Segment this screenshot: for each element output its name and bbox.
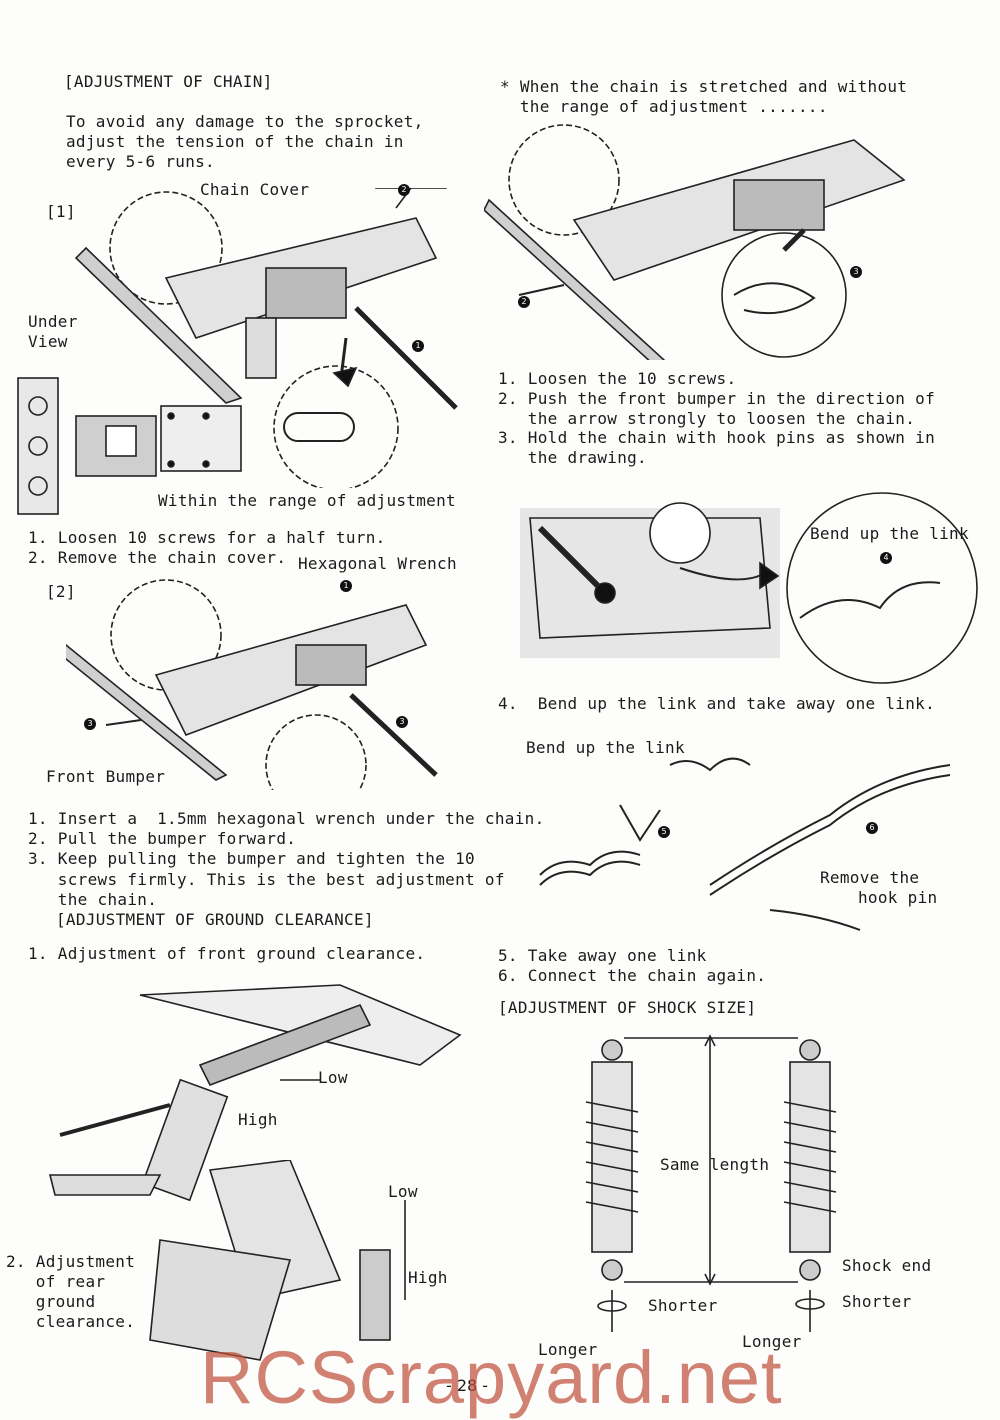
under-view-label-2: View	[28, 332, 68, 351]
shock-end-label: Shock end	[842, 1256, 932, 1275]
under-view-illustration	[16, 376, 246, 516]
step2-list-5: the chain.	[28, 890, 158, 909]
front-bumper-label: Front Bumper	[46, 767, 166, 786]
chain-cover-label: Chain Cover	[200, 180, 310, 199]
ground-item-2-line-3: ground	[6, 1292, 96, 1311]
stretched-list-5: the drawing.	[498, 448, 647, 467]
longer-right-label: Longer	[742, 1332, 802, 1351]
under-view-label-1: Under	[28, 312, 78, 331]
chain-intro-line-2: adjust the tension of the chain in	[66, 132, 404, 151]
within-range-label: Within the range of adjustment	[158, 491, 456, 510]
stretched-list-4: 3. Hold the chain with hook pins as show…	[498, 428, 936, 447]
ground-item-1: 1. Adjustment of front ground clearance.	[28, 944, 426, 963]
step2-list-4: screws firmly. This is the best adjustme…	[28, 870, 505, 889]
stretched-list-2: 2. Push the front bumper in the directio…	[498, 389, 936, 408]
callout-badge: 2	[518, 296, 530, 308]
shorter-right-label: Shorter	[842, 1292, 912, 1311]
chain-intro-line-1: To avoid any damage to the sprocket,	[66, 112, 424, 131]
step2-list-2: 2. Pull the bumper forward.	[28, 829, 297, 848]
step1-list-1: 1. Loosen 10 screws for a half turn.	[28, 528, 386, 547]
rear-ground-clearance-illustration	[140, 1160, 440, 1370]
chassis-illustration-step1	[16, 188, 486, 488]
callout-badge: 5	[658, 826, 670, 838]
low-label-2: Low	[388, 1182, 418, 1201]
stretched-list-3: the arrow strongly to loosen the chain.	[498, 409, 916, 428]
remove-pin-label-2: hook pin	[858, 888, 938, 907]
hook-pin-illustration	[520, 488, 980, 688]
shock-absorber-illustration	[570, 1032, 860, 1332]
high-label-2: High	[408, 1268, 448, 1287]
high-label-1: High	[238, 1110, 278, 1129]
remove-pin-label-1: Remove the	[820, 868, 920, 887]
step1-list-2: 2. Remove the chain cover.	[28, 548, 287, 567]
callout-badge: 4	[880, 552, 892, 564]
step4-text: 4. Bend up the link and take away one li…	[498, 694, 936, 713]
shorter-left-label: Shorter	[648, 1296, 718, 1315]
step6-text: 6. Connect the chain again.	[498, 966, 767, 985]
bend-up-label-2: Bend up the link	[526, 738, 685, 757]
stretched-note-2: the range of adjustment .......	[500, 97, 828, 116]
hex-wrench-label: Hexagonal Wrench	[298, 554, 457, 573]
ground-item-2-line-1: 2. Adjustment	[6, 1252, 136, 1271]
chain-intro-line-3: every 5-6 runs.	[66, 152, 215, 171]
step1-tag: [1]	[46, 202, 76, 221]
step2-list-1: 1. Insert a 1.5mm hexagonal wrench under…	[28, 809, 545, 828]
stretched-list-1: 1. Loosen the 10 screws.	[498, 369, 737, 388]
page-number: - 28 -	[446, 1376, 489, 1395]
ground-item-2-line-4: clearance.	[6, 1312, 136, 1331]
step5-text: 5. Take away one link	[498, 946, 707, 965]
shock-heading: [ADJUSTMENT OF SHOCK SIZE]	[498, 998, 757, 1017]
callout-badge: 1	[340, 580, 352, 592]
stretched-chain-illustration	[484, 120, 944, 360]
step2-tag: [2]	[46, 582, 76, 601]
callout-badge: 6	[866, 822, 878, 834]
callout-badge: 3	[84, 718, 96, 730]
watermark: RCScrapyard.net	[200, 1336, 783, 1419]
step2-list-3: 3. Keep pulling the bumper and tighten t…	[28, 849, 475, 868]
callout-badge: 1	[412, 340, 424, 352]
front-ground-clearance-illustration	[40, 975, 470, 1215]
ground-heading: [ADJUSTMENT OF GROUND CLEARANCE]	[56, 910, 374, 929]
low-label-1: Low	[318, 1068, 348, 1087]
callout-badge: 3	[850, 266, 862, 278]
callout-badge: 3	[396, 716, 408, 728]
remove-link-illustration	[530, 745, 970, 945]
ground-item-2-line-2: of rear	[6, 1272, 106, 1291]
bend-up-label: Bend up the link	[810, 524, 969, 543]
stretched-note-1: * When the chain is stretched and withou…	[500, 77, 908, 96]
callout-badge: 2	[398, 184, 410, 196]
chassis-illustration-step2	[66, 575, 466, 790]
chain-heading: [ADJUSTMENT OF CHAIN]	[64, 72, 273, 91]
longer-left-label: Longer	[538, 1340, 598, 1359]
same-length-label: Same length	[660, 1155, 770, 1174]
